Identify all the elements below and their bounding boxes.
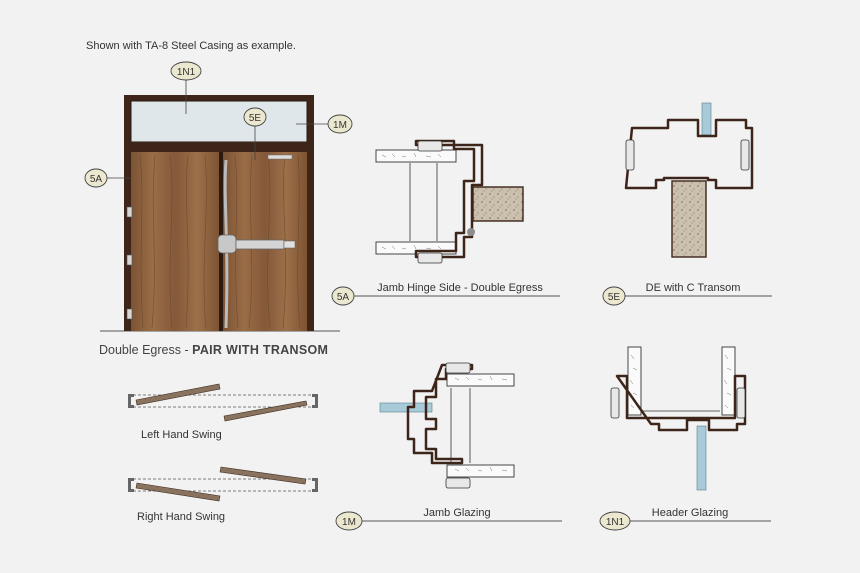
exit-device [217,159,296,329]
detail-1m-tag: 1M [342,517,356,528]
detail-de-transom: 5E DE with C Transom [602,102,772,306]
detail-1m-caption: Jamb Glazing [423,507,490,519]
detail-1n1-tag: 1N1 [606,517,625,528]
left-hand-swing-label: Left Hand Swing [141,429,222,441]
detail-1n1-caption: Header Glazing [652,507,728,519]
left-hand-swing-diagram [128,383,318,422]
transom-bar [124,142,314,152]
door-elevation-title: Double Egress - PAIR WITH TRANSOM [99,343,328,357]
closer-plate [267,154,293,160]
callout-1m-label: 1M [333,120,347,131]
example-note: Shown with TA-8 Steel Casing as example. [86,40,296,52]
callout-1m-bubble [327,114,353,134]
door-title-bold: PAIR WITH TRANSOM [192,343,329,357]
detail-header-glazing: 1N1 Header Glazing [599,346,771,531]
left-door-leaf [131,152,219,331]
callout-1n1-bubble [170,61,202,81]
detail-jamb-glazing: 1M Jamb Glazing [335,362,562,531]
hinges [126,206,133,320]
detail-5e-tag: 5E [608,292,621,303]
wood-grain [139,154,301,329]
transom-glass [130,100,308,143]
callout-5a-label: 5A [90,174,103,185]
callout-5e-bubble [243,107,267,127]
detail-5a-tag: 5A [337,292,350,303]
detail-5a-caption: Jamb Hinge Side - Double Egress [377,282,543,294]
callout-5e-label: 5E [249,113,262,124]
callout-5a-bubble [84,168,108,188]
detail-jamb-hinge: 5A Jamb Hinge Side - Double Egress [331,139,560,306]
door-elevation: 1N1 1M 5E 5A [84,61,353,332]
door-title-prefix: Double Egress - [99,343,193,357]
right-hand-swing-label: Right Hand Swing [137,511,226,523]
detail-5e-caption: DE with C Transom [646,282,741,294]
right-hand-swing-diagram [128,466,318,502]
callout-1n1-label: 1N1 [177,67,196,78]
